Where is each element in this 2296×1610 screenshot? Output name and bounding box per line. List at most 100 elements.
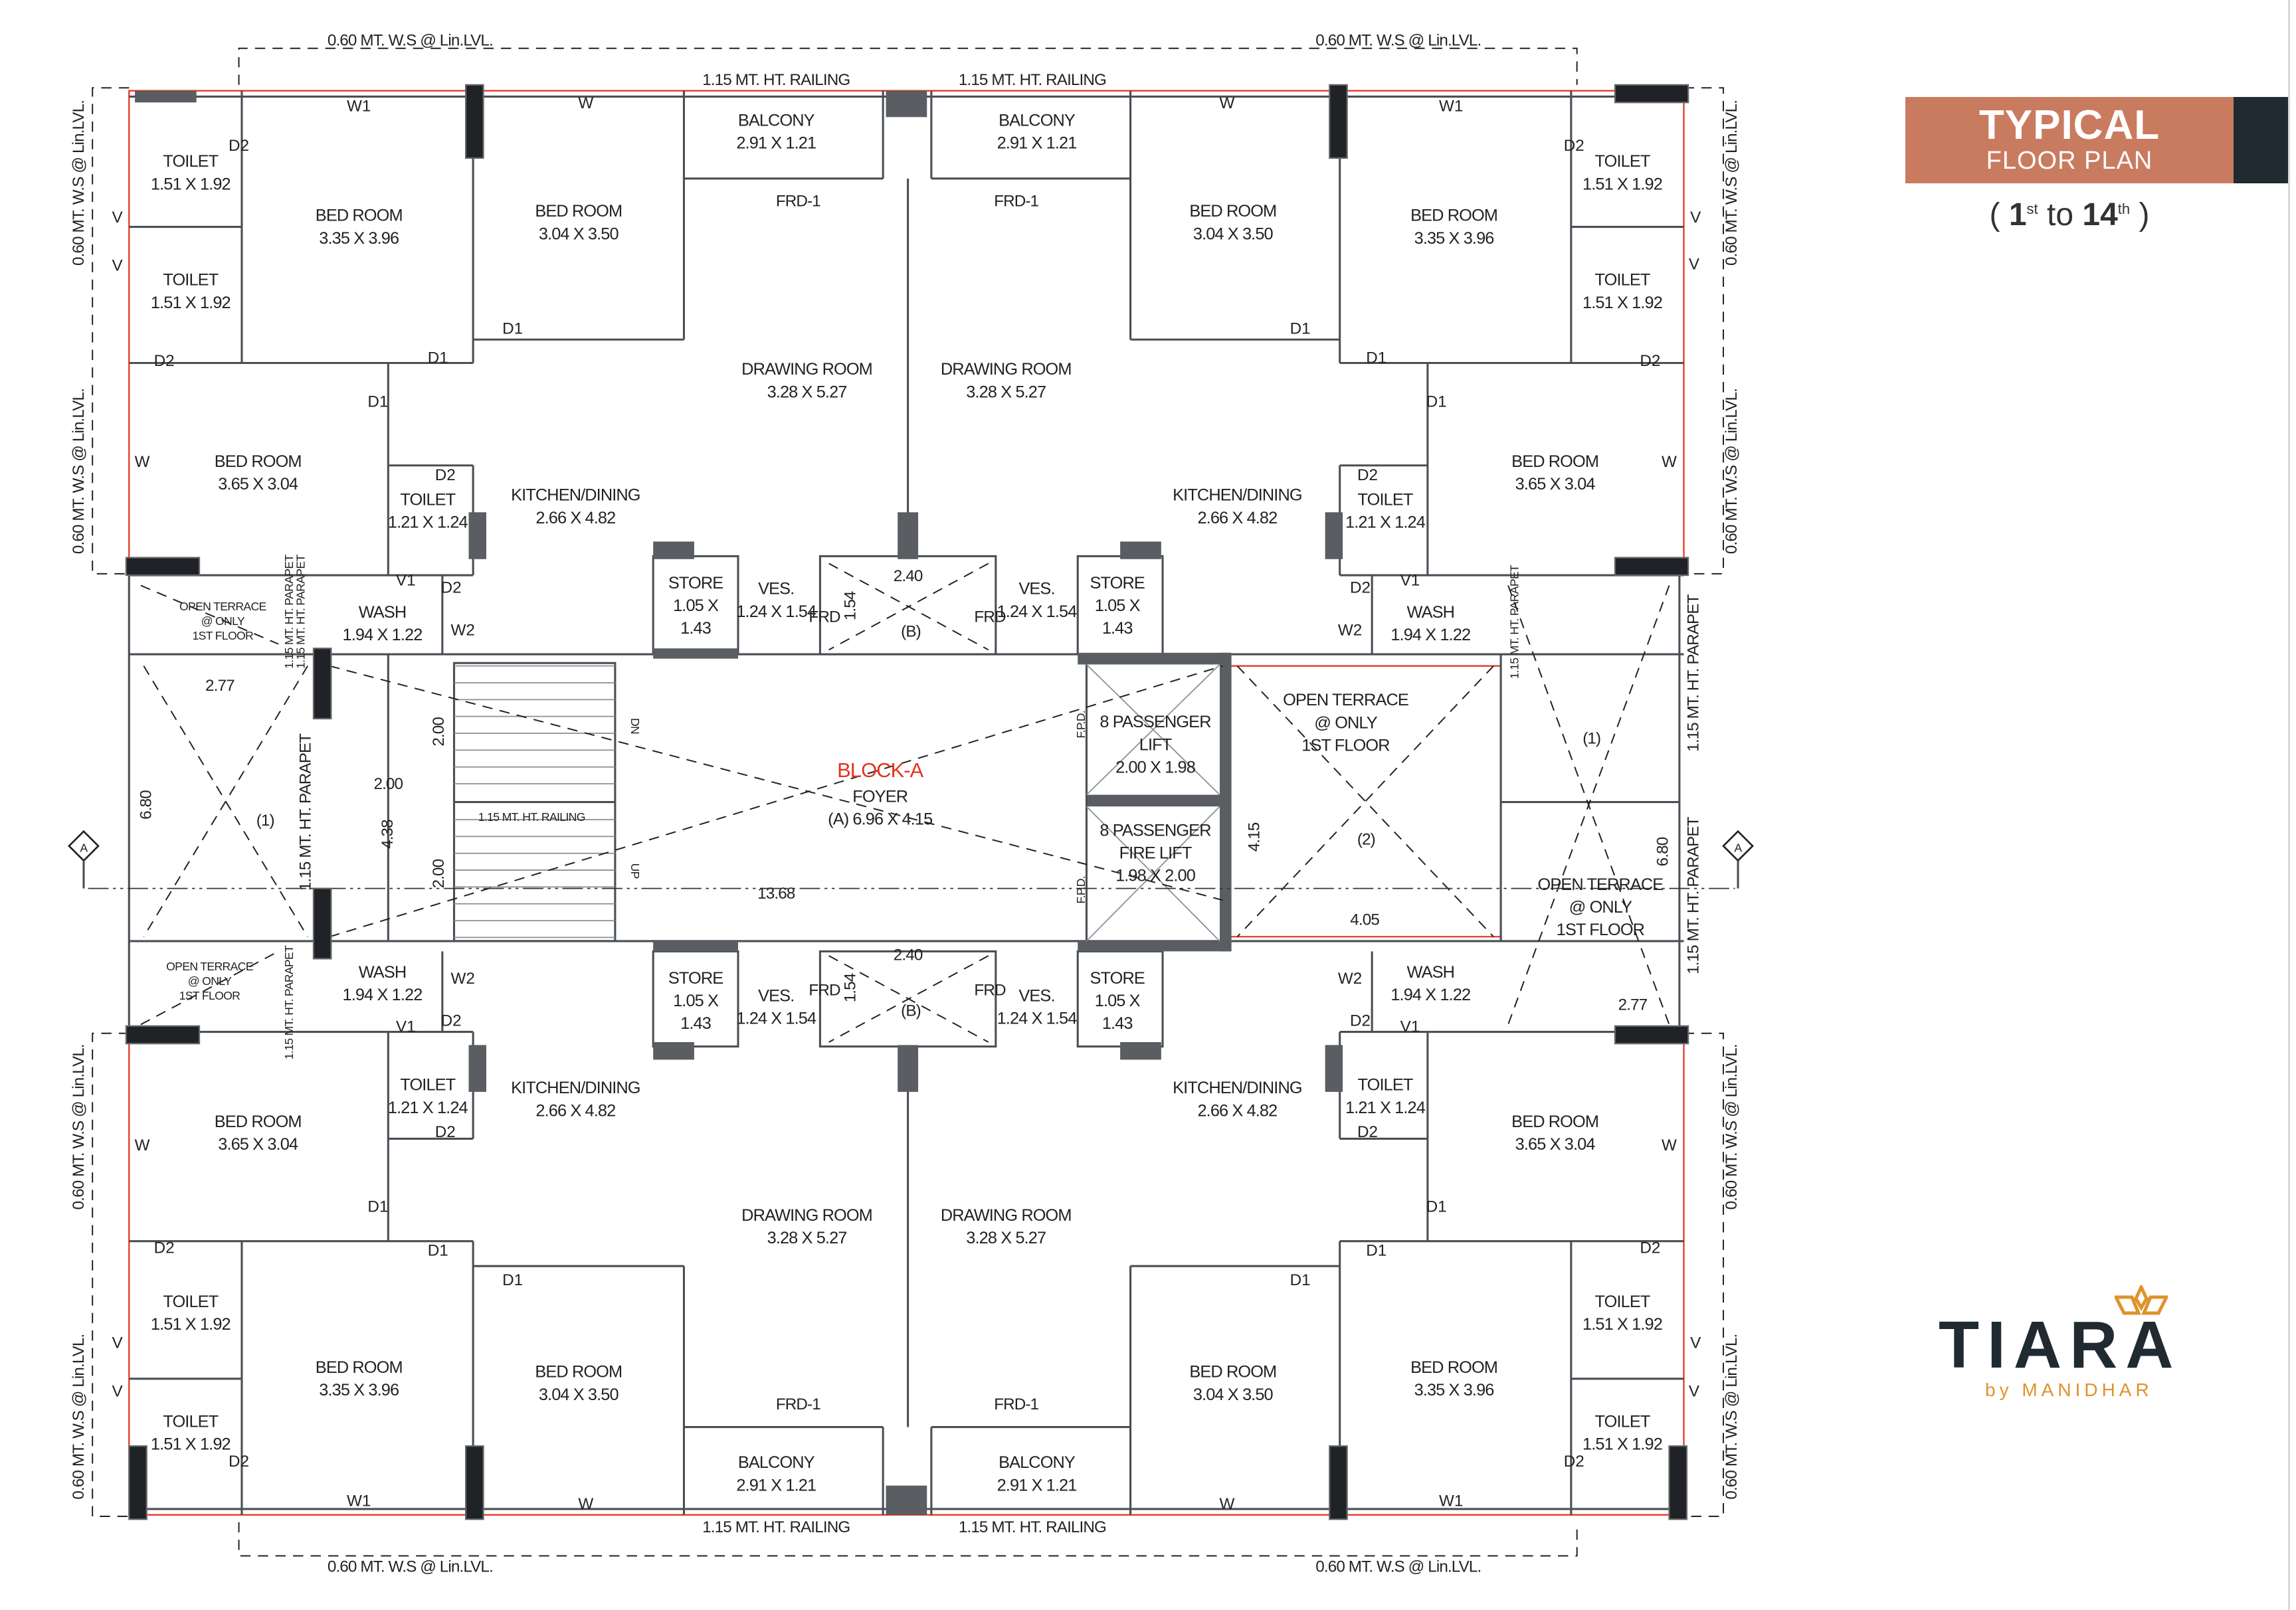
title-panel: TYPICAL FLOOR PLAN xyxy=(1905,97,2296,183)
annotation: 1.15 MT. HT. PARAPET xyxy=(282,945,296,1059)
room-name: KITCHEN/DINING xyxy=(1173,1079,1302,1097)
room-dimension: 3.35 X 3.96 xyxy=(319,1381,399,1399)
paren-close: ) xyxy=(2139,197,2150,232)
room-name: KITCHEN/DINING xyxy=(511,1079,640,1097)
room-name: 8 PASSENGER xyxy=(1100,713,1211,731)
annotation: 4.05 xyxy=(1350,911,1379,929)
room-name: BED ROOM xyxy=(1410,1358,1497,1377)
annotation: (1) xyxy=(256,812,274,830)
room-name: TOILET xyxy=(400,490,455,509)
annotation: 0.60 MT. W.S @ Lin.LVL. xyxy=(328,31,493,49)
structural-columns xyxy=(125,84,1689,1520)
opening-mark: D2 xyxy=(441,579,462,596)
room-name: STORE xyxy=(668,969,723,988)
room-label: BED ROOM 3.35 X 3.96 xyxy=(1410,1358,1498,1399)
annotation: 1.15 MT. HT. PARAPET xyxy=(297,733,315,891)
floor-from-suffix: st xyxy=(2026,201,2038,217)
opening-mark: V1 xyxy=(1400,571,1420,589)
room-name: BED ROOM xyxy=(1189,1363,1276,1382)
room-dimension: @ ONLY xyxy=(188,974,232,988)
opening-mark: V xyxy=(112,257,124,275)
room-dimension: 1.21 X 1.24 xyxy=(388,1099,468,1117)
room-name: TOILET xyxy=(163,1413,218,1431)
annotation: A xyxy=(1735,842,1743,855)
room-name: WASH xyxy=(1407,963,1455,982)
opening-mark: D2 xyxy=(1357,1123,1378,1141)
annotation: 1.15 MT. HT. RAILING xyxy=(959,71,1106,89)
room-dimension: 1.51 X 1.92 xyxy=(1582,1315,1662,1334)
annotation: 0.60 MT. W.S @ Lin.LVL. xyxy=(70,100,88,266)
annotation: (B) xyxy=(901,623,921,641)
room-name: TOILET xyxy=(1358,490,1413,509)
opening-mark: D2 xyxy=(441,1012,462,1030)
opening-mark: D2 xyxy=(1640,1239,1660,1257)
room-label: VES.1.24 X 1.54 xyxy=(736,986,817,1028)
annotation: A xyxy=(80,842,88,855)
annotation: 6.80 xyxy=(137,790,155,820)
room-name: DRAWING ROOM xyxy=(741,360,872,379)
floor-to: 14 xyxy=(2082,197,2118,232)
opening-mark: W xyxy=(1662,453,1677,471)
block-name: BLOCK-A xyxy=(837,759,924,782)
room-dimension: 3.04 X 3.50 xyxy=(1193,1386,1274,1404)
opening-mark: D1 xyxy=(1290,319,1311,337)
room-name: VES. xyxy=(758,580,794,598)
room-dimension: 1.94 X 1.22 xyxy=(343,626,423,644)
opening-mark: D2 xyxy=(1350,1012,1371,1030)
room-dimension: 1.24 X 1.54 xyxy=(997,1009,1078,1028)
annotation: 2.00 xyxy=(430,859,448,888)
opening-mark: W2 xyxy=(1338,970,1362,988)
annotation: 1.15 MT. HT. PARAPET xyxy=(282,555,296,669)
room-dimension: 2.91 X 1.21 xyxy=(736,134,816,153)
room-dimension: 1ST FLOOR xyxy=(1557,921,1645,939)
tiara-logo: TIARA by MANIDHAR xyxy=(1939,1285,2178,1405)
annotation: UP xyxy=(628,863,642,879)
room-dimension: 1.94 X 1.22 xyxy=(343,986,423,1004)
room-name: BED ROOM xyxy=(316,1358,403,1377)
annotation: FRD xyxy=(974,608,1006,626)
opening-mark: W1 xyxy=(347,1492,371,1510)
opening-mark: W2 xyxy=(451,970,475,988)
room-dimension: 3.28 X 5.27 xyxy=(966,1229,1046,1247)
annotation: 6.80 xyxy=(1654,837,1672,866)
setback-boundary xyxy=(92,47,1725,1557)
room-name: WASH xyxy=(359,603,407,622)
room-name: STORE xyxy=(1090,574,1145,592)
room-dimension: 1.51 X 1.92 xyxy=(151,175,231,193)
annotation: 4.38 xyxy=(379,820,397,849)
opening-mark: W2 xyxy=(1338,621,1362,639)
room-dimension: 3.35 X 3.96 xyxy=(1414,1381,1494,1399)
room-name: DRAWING ROOM xyxy=(941,1206,1072,1225)
opening-mark: D2 xyxy=(154,1239,175,1257)
annotation: 1.15 MT. HT. PARAPET xyxy=(1508,565,1521,679)
annotation: 0.60 MT. W.S @ Lin.LVL. xyxy=(70,1334,88,1500)
annotation: 1.54 xyxy=(841,591,859,620)
room-name: KITCHEN/DINING xyxy=(511,486,640,505)
annotation: 0.60 MT. W.S @ Lin.LVL. xyxy=(1723,389,1741,554)
opening-mark: V1 xyxy=(1400,1018,1420,1036)
room-dimension: 2.66 X 4.82 xyxy=(535,509,615,527)
room-dimension: 3.35 X 3.96 xyxy=(319,229,399,248)
annotation: FRD xyxy=(809,608,840,626)
room-dimension: (A) 6.96 X 4.15 xyxy=(828,810,933,829)
annotation: 13.68 xyxy=(757,885,795,903)
title-sub: FLOOR PLAN xyxy=(1986,147,2153,175)
room-name: OPEN TERRACE xyxy=(1283,691,1408,709)
room-name: TOILET xyxy=(163,1293,218,1311)
room-name: VES. xyxy=(1018,580,1054,598)
